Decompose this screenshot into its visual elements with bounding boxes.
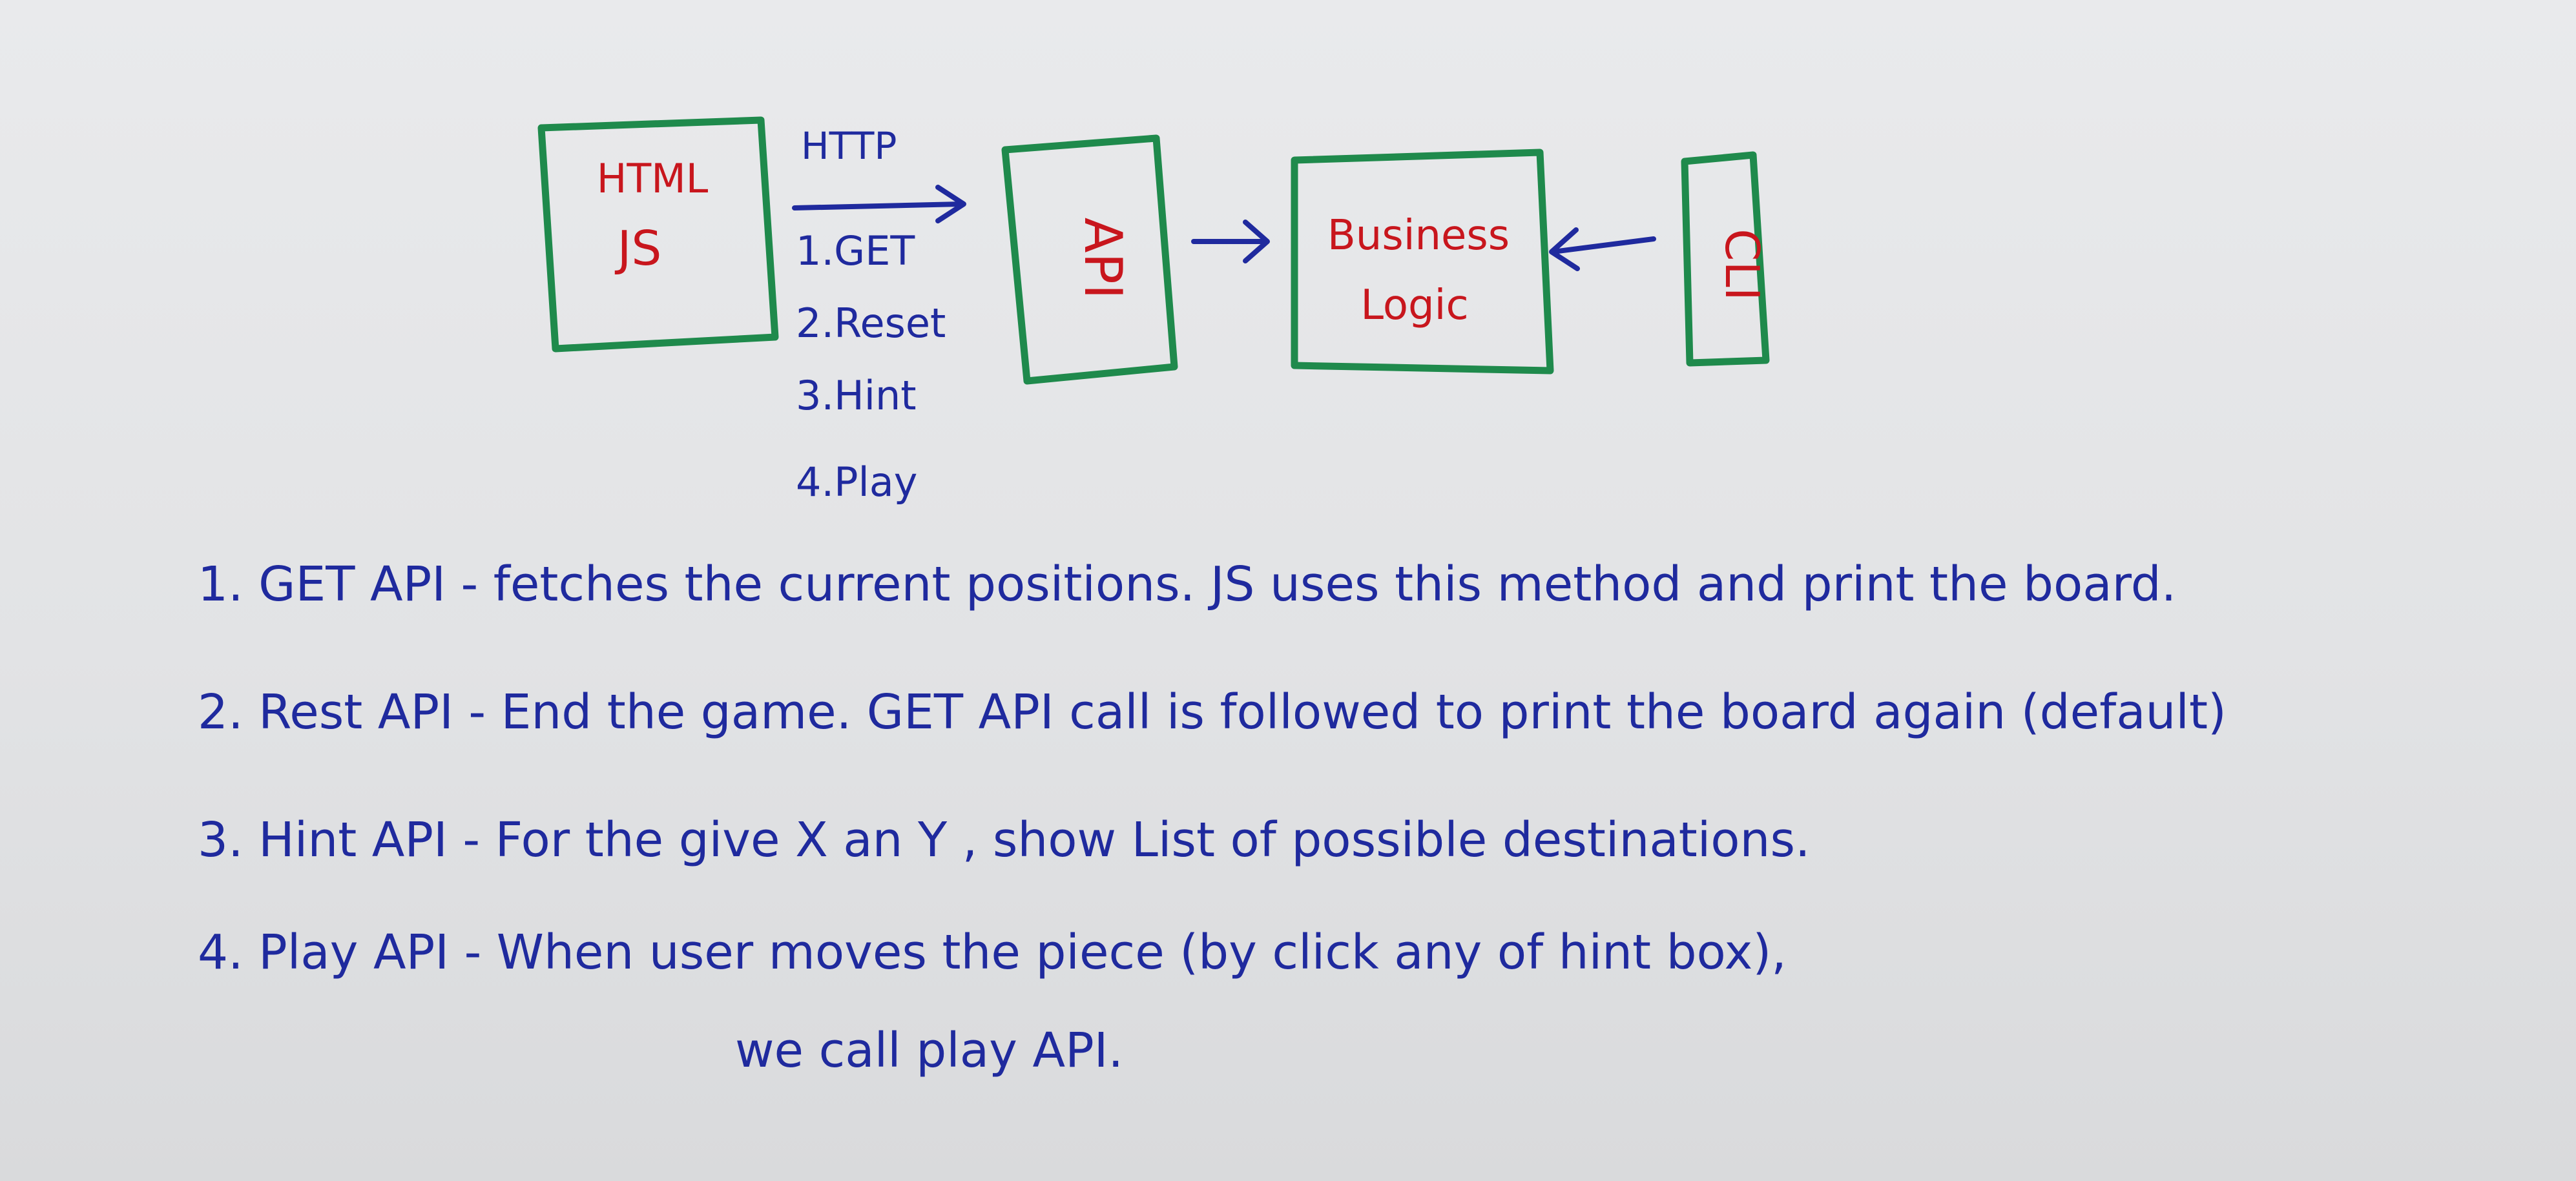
cli-to-logic-arrow <box>1549 227 1656 271</box>
cli-box: CLI <box>1681 151 1770 367</box>
step-reset: 2.Reset <box>796 300 946 347</box>
business-logic-line2: Logic <box>1360 282 1468 329</box>
description-play-continued: we call play API. <box>735 1023 1123 1078</box>
step-get: 1.GET <box>796 227 915 274</box>
description-hint: 3. Hint API - For the give X an Y , show… <box>198 812 1811 868</box>
client-box: HTML JS <box>537 116 779 353</box>
http-connection: HTTP 1.GET 2.Reset 3.Hint 4.Play <box>792 124 966 506</box>
http-arrowhead <box>935 185 966 223</box>
cli-box-label: CLI <box>1715 229 1769 301</box>
http-label: HTTP <box>801 124 897 168</box>
description-reset: 2. Rest API - End the game. GET API call… <box>198 684 2227 740</box>
business-logic-box: Business Logic <box>1291 149 1554 375</box>
client-box-line1: HTML <box>597 155 709 202</box>
business-logic-line1: Business <box>1327 212 1510 260</box>
description-get: 1. GET API - fetches the current positio… <box>198 557 2176 612</box>
step-play: 4.Play <box>796 458 917 506</box>
http-arrow <box>792 201 964 211</box>
api-to-logic-arrow <box>1191 220 1270 263</box>
client-box-line2: JS <box>615 221 662 276</box>
api-descriptions: 1. GET API - fetches the current positio… <box>198 557 2227 1078</box>
step-hint: 3.Hint <box>796 372 917 419</box>
description-play: 4. Play API - When user moves the piece … <box>198 925 1787 980</box>
api-box: API <box>1001 134 1178 385</box>
api-box-label: API <box>1073 218 1133 300</box>
